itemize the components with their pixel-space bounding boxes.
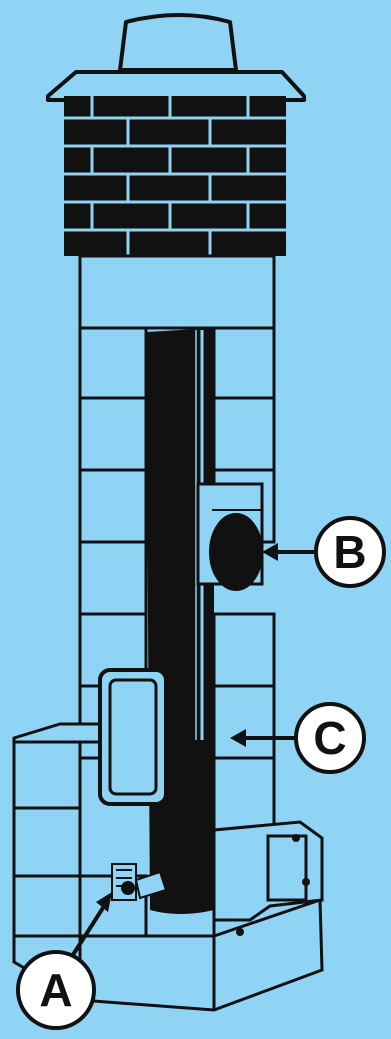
- brick-crown: [64, 96, 286, 256]
- callout-b: B: [262, 518, 384, 586]
- cleanout-door: [100, 670, 166, 804]
- label-b: B: [333, 526, 366, 578]
- label-c: C: [313, 712, 346, 764]
- label-a: A: [39, 964, 72, 1016]
- arrow-b-head: [262, 543, 278, 561]
- flue-liner: [146, 328, 214, 914]
- inspection-opening: [198, 484, 262, 590]
- chimney-cap: [48, 15, 304, 100]
